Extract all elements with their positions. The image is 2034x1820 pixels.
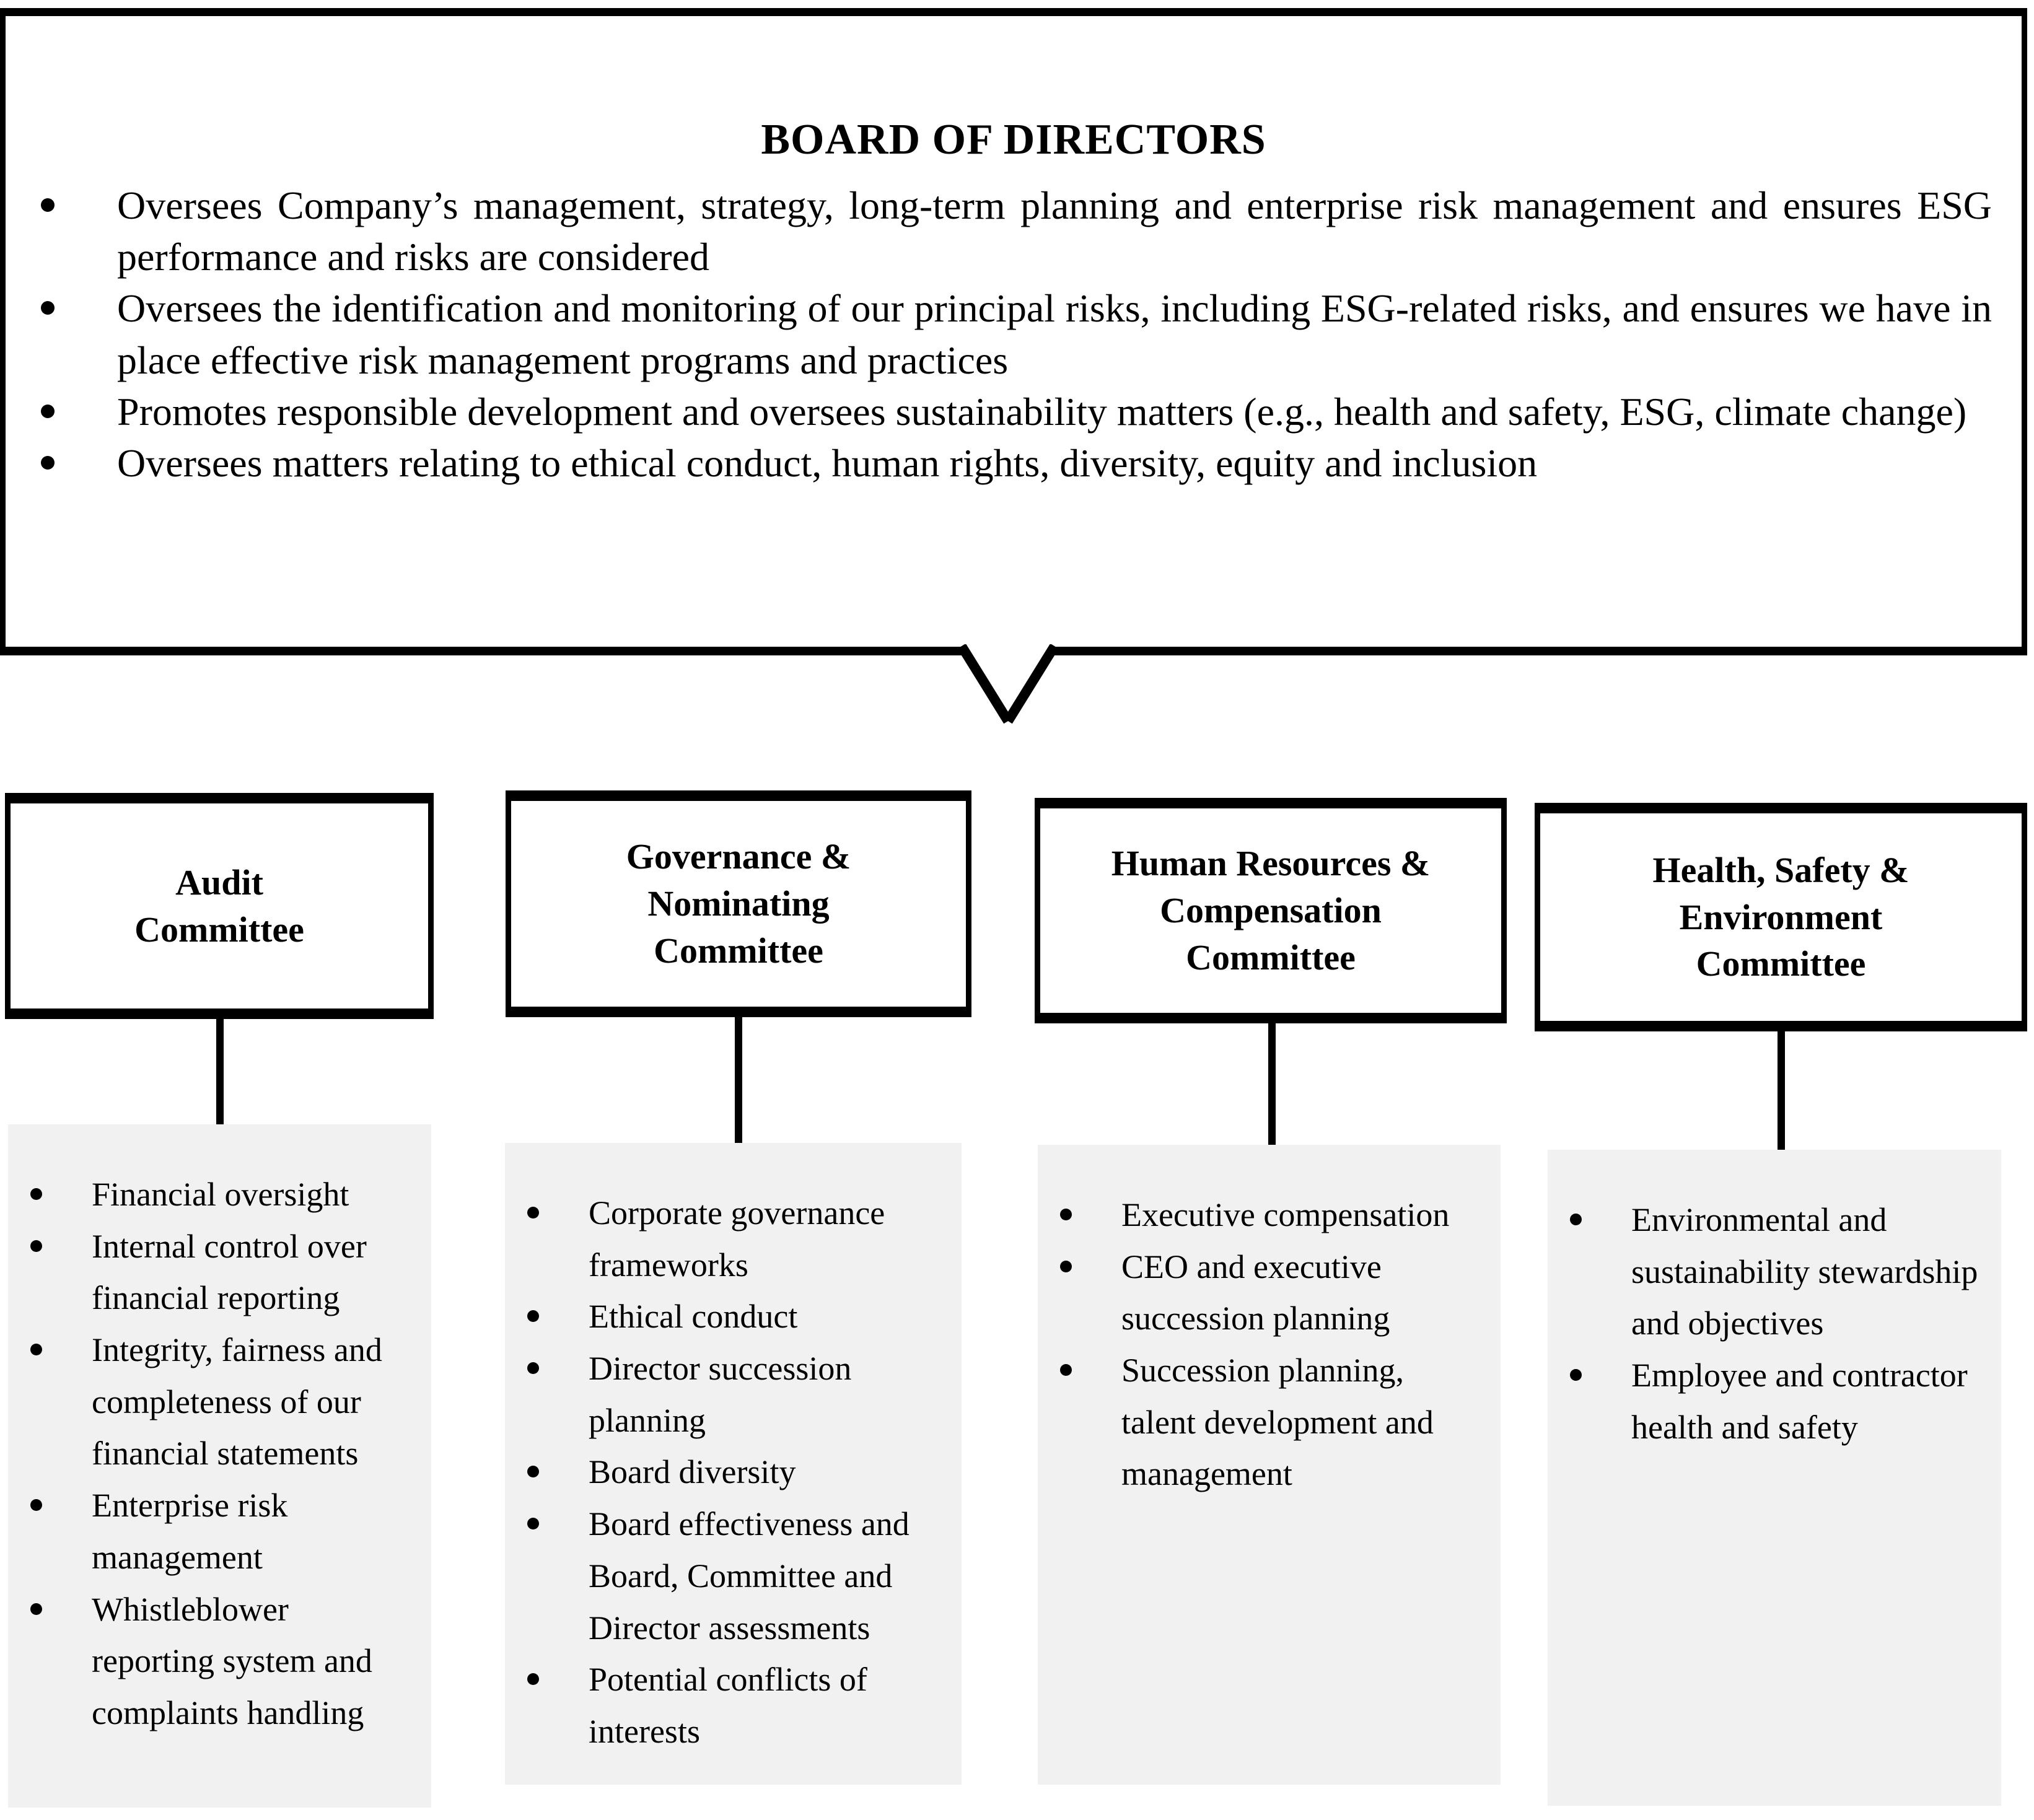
board-bullet: Oversees matters relating to ethical con…	[40, 437, 1992, 489]
committee-title-line: Audit	[175, 862, 263, 903]
committee-title-line: Health, Safety &	[1652, 849, 1909, 890]
committee-title-line: Committee	[654, 930, 823, 971]
panel-list: Environmental and sustainability steward…	[1548, 1150, 2001, 1453]
panel-item: Executive compensation	[1056, 1189, 1484, 1241]
board-bullet: Oversees the identification and monitori…	[40, 282, 1992, 385]
panel-item: Potential conflicts of interests	[524, 1654, 945, 1757]
panel-item: Whistleblower reporting system and compl…	[27, 1584, 415, 1739]
panel-item: Board effectiveness and Board, Committee…	[524, 1498, 945, 1654]
committee-title-line: Compensation	[1160, 890, 1382, 931]
panel-item: Board diversity	[524, 1446, 945, 1498]
panel-item: CEO and executive succession planning	[1056, 1241, 1484, 1345]
panel-item: Corporate governance frameworks	[524, 1188, 945, 1291]
committee-title-line: Committee	[1186, 937, 1356, 978]
connector-governance-nominating	[735, 1016, 742, 1143]
board-pointer-notch	[957, 644, 1059, 724]
panel-item: Enterprise risk management	[27, 1480, 415, 1583]
panel-item: Financial oversight	[27, 1169, 415, 1221]
panel-item: Succession planning, talent development …	[1056, 1345, 1484, 1500]
committee-title-line: Committee	[1696, 943, 1866, 984]
committee-box-governance-nominating: Governance & Nominating Committee	[506, 790, 971, 1017]
committee-title-line: Nominating	[647, 883, 830, 924]
committee-box-health-safety-environment: Health, Safety & Environment Committee	[1535, 803, 2027, 1031]
panel-item: Internal control over financial reportin…	[27, 1221, 415, 1324]
committee-title-line: Human Resources &	[1111, 843, 1431, 884]
panel-item: Employee and contractor health and safet…	[1566, 1350, 1985, 1453]
connector-hr-compensation	[1268, 1022, 1276, 1145]
panel-item: Ethical conduct	[524, 1291, 945, 1343]
panel-health-safety-environment-responsibilities: Environmental and sustainability steward…	[1548, 1150, 2001, 1806]
committee-box-hr-compensation: Human Resources & Compensation Committee	[1035, 798, 1507, 1023]
connector-audit	[216, 1018, 224, 1124]
board-bullet: Oversees Company’s management, strategy,…	[40, 180, 1992, 282]
committee-title-line: Environment	[1679, 896, 1883, 937]
board-of-directors-box: BOARD OF DIRECTORS Oversees Company’s ma…	[0, 8, 2027, 655]
connector-health-safety-environment	[1778, 1030, 1785, 1150]
panel-governance-responsibilities: Corporate governance frameworks Ethical …	[505, 1143, 962, 1785]
panel-item: Environmental and sustainability steward…	[1566, 1194, 1985, 1350]
committee-title-line: Committee	[134, 909, 304, 950]
panel-hr-compensation-responsibilities: Executive compensation CEO and executive…	[1038, 1145, 1501, 1785]
board-bullet: Promotes responsible development and ove…	[40, 386, 1992, 437]
panel-list: Executive compensation CEO and executive…	[1038, 1145, 1501, 1500]
committee-box-audit: Audit Committee	[5, 793, 434, 1019]
board-responsibility-list: Oversees Company’s management, strategy,…	[40, 180, 1992, 489]
panel-list: Financial oversight Internal control ove…	[8, 1124, 431, 1739]
board-title: BOARD OF DIRECTORS	[761, 116, 1266, 164]
panel-list: Corporate governance frameworks Ethical …	[505, 1143, 962, 1758]
committee-title-line: Governance &	[626, 836, 851, 877]
panel-item: Director succession planning	[524, 1343, 945, 1446]
panel-item: Integrity, fairness and completeness of …	[27, 1324, 415, 1480]
panel-audit-responsibilities: Financial oversight Internal control ove…	[8, 1124, 431, 1808]
